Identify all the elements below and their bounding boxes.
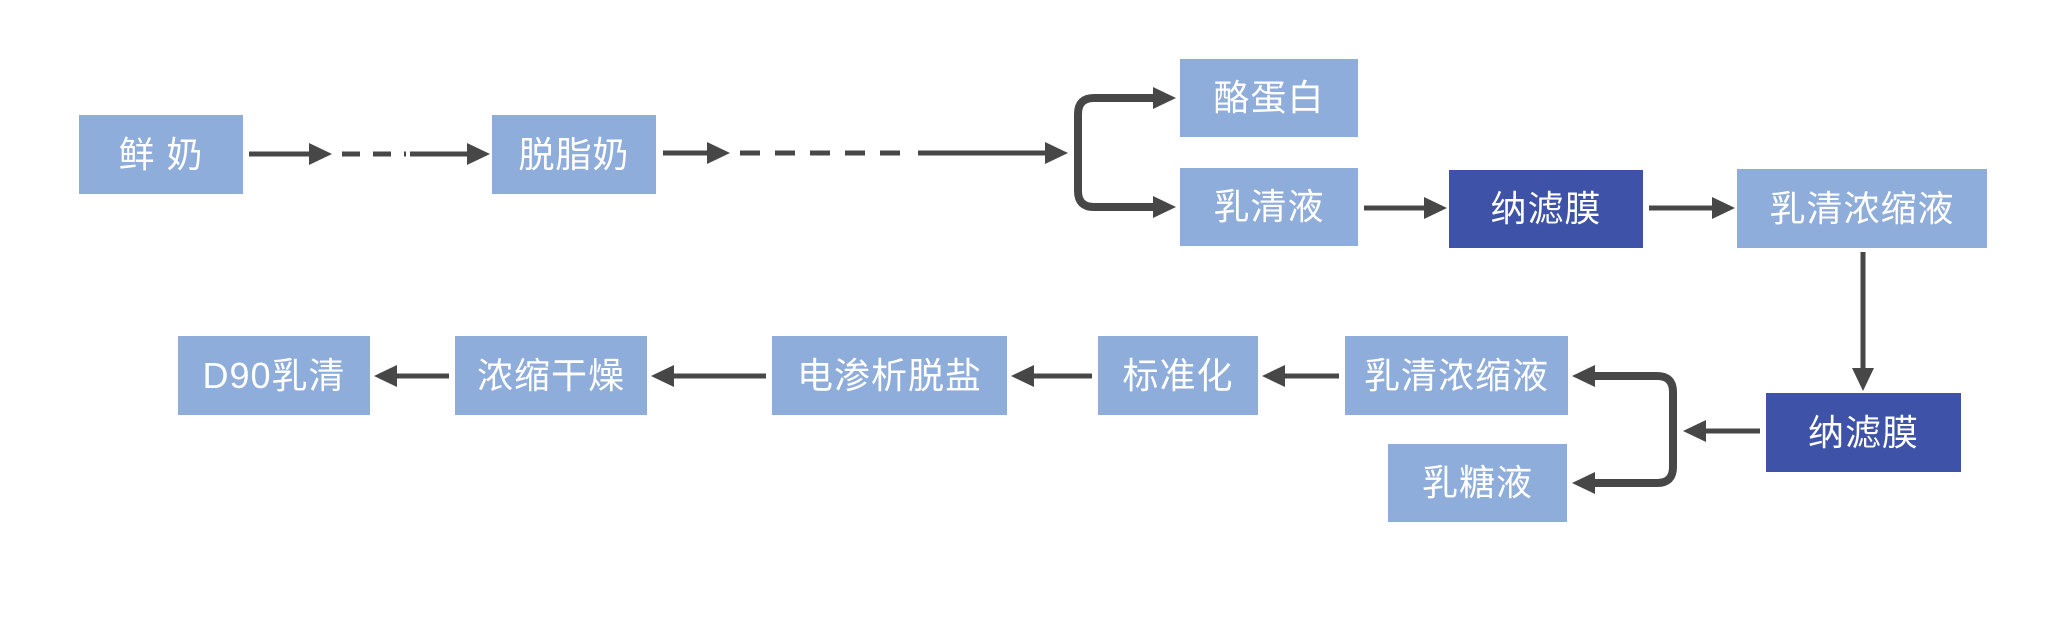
edge-skim-milk-to-fork-part2-arrowhead xyxy=(1045,142,1068,164)
fork-to-casein-and-whey-liquid-top-arrowhead xyxy=(1153,87,1176,109)
node-concentration-drying: 浓缩干燥 xyxy=(455,336,647,415)
node-whey-liquid: 乳清液 xyxy=(1180,168,1358,246)
node-label-casein: 酪蛋白 xyxy=(1213,77,1325,118)
node-electrodialysis-desalting: 电渗析脱盐 xyxy=(772,336,1007,415)
edge-fresh-milk-to-skim-milk-part2-arrowhead xyxy=(467,143,490,165)
fork-to-whey-concentrate-and-lactose-bottom-arrowhead xyxy=(1572,472,1595,494)
node-whey-concentrate-bottom: 乳清浓缩液 xyxy=(1345,336,1568,415)
edge-skim-milk-to-fork-part1-arrowhead xyxy=(707,142,730,164)
node-label-fresh-milk: 鲜 奶 xyxy=(118,133,204,175)
node-label-standardization: 标准化 xyxy=(1122,354,1234,396)
fork-to-whey-concentrate-and-lactose-bracket xyxy=(1590,372,1677,487)
node-nanofiltration-membrane-1: 纳滤膜 xyxy=(1449,170,1643,248)
edge-fresh-milk-to-skim-milk-part1-arrowhead xyxy=(309,143,332,165)
edge-electrodialysis-to-concentration-drying-arrowhead xyxy=(651,365,674,387)
node-label-nanofiltration-membrane-2: 纳滤膜 xyxy=(1807,411,1919,453)
node-label-skim-milk: 脱脂奶 xyxy=(518,133,630,175)
edge-nanofiltration-1-to-whey-concentrate-arrowhead xyxy=(1712,197,1735,219)
node-d90-whey: D90乳清 xyxy=(178,336,370,415)
node-label-whey-liquid: 乳清液 xyxy=(1213,186,1325,227)
node-label-d90-whey: D90乳清 xyxy=(202,354,346,396)
node-lactose-liquid: 乳糖液 xyxy=(1388,444,1567,522)
node-standardization: 标准化 xyxy=(1098,336,1258,415)
fork-to-whey-concentrate-and-lactose-top-arrowhead xyxy=(1572,365,1595,387)
edge-whey-concentrate-to-standardization-arrowhead xyxy=(1262,365,1285,387)
node-label-concentration-drying: 浓缩干燥 xyxy=(476,354,625,396)
edge-whey-concentrate-to-nanofiltration-2-arrowhead xyxy=(1852,368,1874,391)
fork-to-casein-and-whey-liquid-bottom-arrowhead xyxy=(1153,196,1176,218)
edge-standardization-to-electrodialysis-arrowhead xyxy=(1011,365,1034,387)
node-label-whey-concentrate-bottom: 乳清浓缩液 xyxy=(1363,354,1549,396)
edge-nanofiltration-2-to-fork-arrowhead xyxy=(1683,420,1706,442)
node-label-whey-concentrate-top: 乳清浓缩液 xyxy=(1769,187,1955,229)
node-label-electrodialysis-desalting: 电渗析脱盐 xyxy=(796,354,982,396)
edge-concentration-drying-to-d90-whey-arrowhead xyxy=(374,365,397,387)
node-casein: 酪蛋白 xyxy=(1180,59,1358,137)
node-nanofiltration-membrane-2: 纳滤膜 xyxy=(1766,393,1961,472)
node-label-lactose-liquid: 乳糖液 xyxy=(1421,462,1533,503)
node-skim-milk: 脱脂奶 xyxy=(492,115,656,194)
node-whey-concentrate-top: 乳清浓缩液 xyxy=(1737,169,1987,248)
fork-to-casein-and-whey-liquid-bracket xyxy=(1074,94,1158,211)
edge-whey-liquid-to-nanofiltration-1-arrowhead xyxy=(1424,197,1447,219)
node-label-nanofiltration-membrane-1: 纳滤膜 xyxy=(1490,188,1602,229)
node-fresh-milk: 鲜 奶 xyxy=(79,115,243,194)
